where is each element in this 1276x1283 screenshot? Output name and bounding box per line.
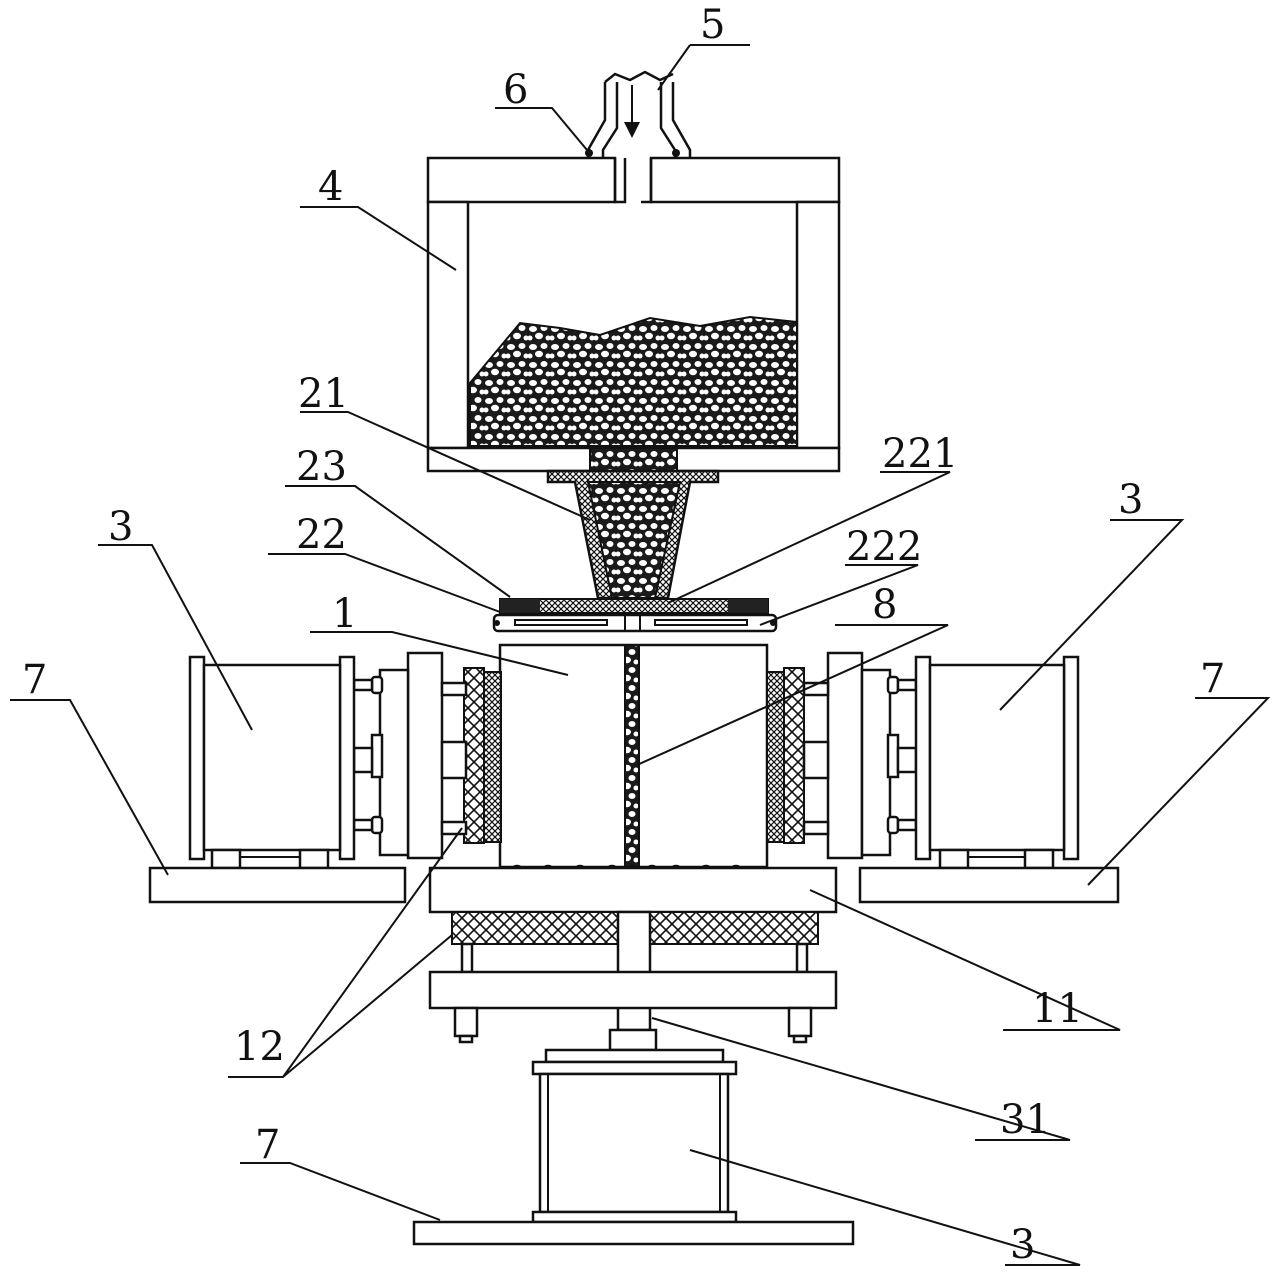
label-7-left: 7 — [22, 657, 47, 703]
right-ram-assembly — [766, 651, 918, 860]
label-6: 6 — [503, 67, 528, 113]
label-22: 22 — [296, 512, 347, 558]
split-mold — [498, 643, 769, 880]
left-hydraulic-cylinder — [188, 655, 356, 870]
label-222: 222 — [846, 524, 922, 570]
discharge-funnel — [546, 447, 720, 600]
label-21: 21 — [298, 371, 349, 417]
left-ram-assembly — [352, 651, 502, 860]
leader-lines — [10, 44, 1271, 1266]
reference-numerals: 5 6 4 21 23 221 3 3 22 222 1 8 7 7 12 11… — [22, 2, 1225, 1268]
label-7-right: 7 — [1200, 656, 1225, 702]
label-8: 8 — [872, 582, 897, 628]
label-221: 221 — [882, 431, 958, 477]
hopper — [426, 156, 841, 473]
label-3-bottom: 3 — [1010, 1222, 1035, 1268]
label-12: 12 — [234, 1024, 285, 1070]
gate-plate — [492, 598, 778, 633]
feed-inlet-pipe — [585, 70, 692, 158]
right-base-plate — [858, 866, 1120, 904]
label-3-right: 3 — [1118, 477, 1143, 523]
right-hydraulic-cylinder — [914, 655, 1080, 870]
label-4: 4 — [318, 164, 343, 210]
label-31: 31 — [1000, 1097, 1051, 1143]
mold-platform — [428, 866, 838, 1044]
bottom-hydraulic-cylinder — [412, 1028, 855, 1246]
left-base-plate — [148, 866, 407, 904]
label-11: 11 — [1032, 986, 1083, 1032]
label-1: 1 — [332, 591, 357, 637]
label-3-left: 3 — [108, 504, 133, 550]
label-23: 23 — [296, 444, 347, 490]
label-5: 5 — [700, 2, 725, 48]
label-7-bottom: 7 — [255, 1122, 280, 1168]
